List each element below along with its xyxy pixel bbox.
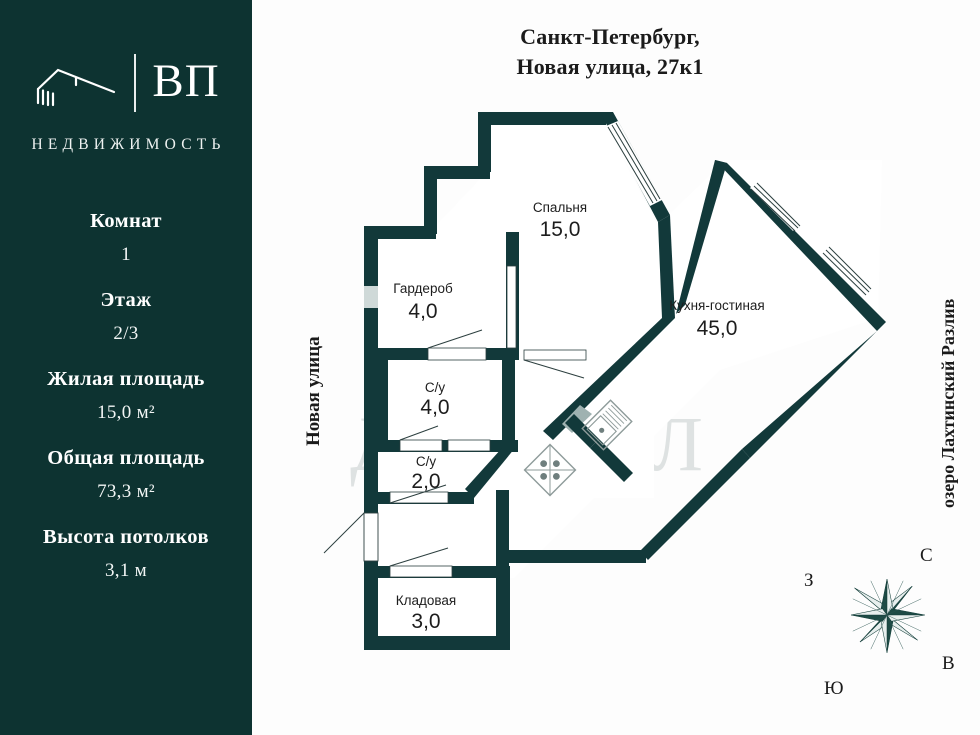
exterior-wall-left-step xyxy=(364,226,436,239)
stove-icon xyxy=(523,443,577,497)
spec-ceiling-height: Высота потолков 3,1 м xyxy=(0,526,252,582)
brand-initials: ВП xyxy=(152,55,220,107)
exterior-wall-kitchen-se xyxy=(742,322,886,458)
kitchen-counter-stub-2 xyxy=(565,414,599,448)
page-title: Санкт-Петербург, Новая улица, 27к1 xyxy=(410,22,810,83)
interior-wall-bath1-bottom xyxy=(370,440,518,452)
room-name-storage: Кладовая xyxy=(396,593,456,608)
spec-rooms-value: 1 xyxy=(121,244,131,265)
compass-west-label: З xyxy=(804,570,814,591)
door-wardrobe xyxy=(427,329,487,361)
door-bathroom-2 xyxy=(389,484,449,504)
spec-rooms: Комнат 1 xyxy=(0,210,252,266)
compass-east-label: В xyxy=(942,653,955,674)
spec-floor-label: Этаж xyxy=(100,289,152,311)
interior-wall-corridor-left xyxy=(378,360,388,444)
room-area-bedroom: 15,0 xyxy=(540,218,581,241)
room-labels: Спальня 15,0 Кухня-гостиная 45,0 Гардеро… xyxy=(393,200,764,633)
room-area-bathroom-2: 2,0 xyxy=(411,470,440,493)
kitchen-counter-stub xyxy=(590,439,633,482)
exterior-wall-bedroom-riser xyxy=(478,118,491,172)
spec-total-area: Общая площадь 73,3 м² xyxy=(0,447,252,503)
room-area-kitchen: 45,0 xyxy=(697,317,738,340)
room-name-bathroom-1: С/у xyxy=(425,380,446,395)
spec-living-area: Жилая площадь 15,0 м² xyxy=(0,368,252,424)
room-area-storage: 3,0 xyxy=(411,610,440,633)
room-area-wardrobe: 4,0 xyxy=(408,300,437,323)
brand-sidebar: ВП НЕДВИЖИМОСТЬ Комнат 1 Этаж 2/3 Жилая … xyxy=(0,0,252,735)
spec-living-area-label: Жилая площадь xyxy=(47,368,205,390)
door-bedroom xyxy=(523,349,587,379)
window-kitchen-north xyxy=(750,179,802,232)
compass-north-label: С xyxy=(920,545,933,566)
spec-floor: Этаж 2/3 xyxy=(0,289,252,345)
door-wardrobe-west xyxy=(364,286,378,308)
door-bathroom-1 xyxy=(399,425,491,452)
sink-icon xyxy=(581,399,633,451)
logo-block: ВП НЕДВИЖИМОСТЬ xyxy=(0,52,252,154)
interior-wall-bath2-diagonal xyxy=(465,448,515,498)
logo-divider xyxy=(134,54,137,112)
logo-row: ВП xyxy=(32,52,219,114)
compass-rose-icon xyxy=(842,570,932,660)
exterior-wall-bedroom-top xyxy=(478,112,606,125)
room-name-kitchen: Кухня-гостиная xyxy=(669,298,765,313)
room-name-bathroom-2: С/у xyxy=(416,454,437,469)
interior-wall-bath1-right xyxy=(502,356,515,448)
floor-plan-drawing: Д О Д О М К Л xyxy=(323,112,886,650)
spec-ceiling-height-value: 3,1 м xyxy=(104,560,148,581)
window-bedroom xyxy=(606,121,662,206)
spec-living-area-value: 15,0 м² xyxy=(97,402,155,423)
exterior-wall-storage-right xyxy=(496,570,510,650)
exterior-wall-kitchen-ne xyxy=(715,160,886,331)
door-entrance xyxy=(323,512,379,562)
spec-total-area-label: Общая площадь xyxy=(47,447,205,469)
exterior-wall-left-jog xyxy=(424,166,490,179)
compass-south-label: Ю xyxy=(824,678,844,699)
window-kitchen-east xyxy=(822,243,873,296)
exterior-wall-kitchen-nw xyxy=(676,160,727,314)
exterior-wall-kitchen-sw xyxy=(640,449,750,560)
exterior-wall-bottom xyxy=(364,636,510,650)
exterior-wall-bedroom-east xyxy=(658,215,675,318)
compass: С З В Ю xyxy=(800,535,970,720)
exterior-wall-left-riser xyxy=(424,172,437,234)
spec-total-area-value: 73,3 м² xyxy=(97,481,155,502)
property-specs: Комнат 1 Этаж 2/3 Жилая площадь 15,0 м² … xyxy=(0,210,252,605)
spec-ceiling-height-label: Высота потолков xyxy=(43,526,209,548)
door-bedroom-corridor xyxy=(506,265,517,349)
room-name-bedroom: Спальня xyxy=(533,200,587,215)
page-title-line1: Санкт-Петербург, xyxy=(520,24,700,49)
door-storage xyxy=(389,547,453,578)
apartment-outline xyxy=(323,112,886,650)
spec-rooms-label: Комнат xyxy=(90,210,162,232)
spec-floor-value: 2/3 xyxy=(113,323,139,344)
room-name-wardrobe: Гардероб xyxy=(393,281,453,296)
room-area-bathroom-1: 4,0 xyxy=(420,396,449,419)
page-title-line2: Новая улица, 27к1 xyxy=(516,54,704,80)
interior-wall-corridor-right xyxy=(496,490,509,566)
house-roof-icon xyxy=(32,59,118,107)
interior-wall-kitchen-south xyxy=(504,550,646,563)
brand-subtitle: НЕДВИЖИМОСТЬ xyxy=(31,136,226,153)
